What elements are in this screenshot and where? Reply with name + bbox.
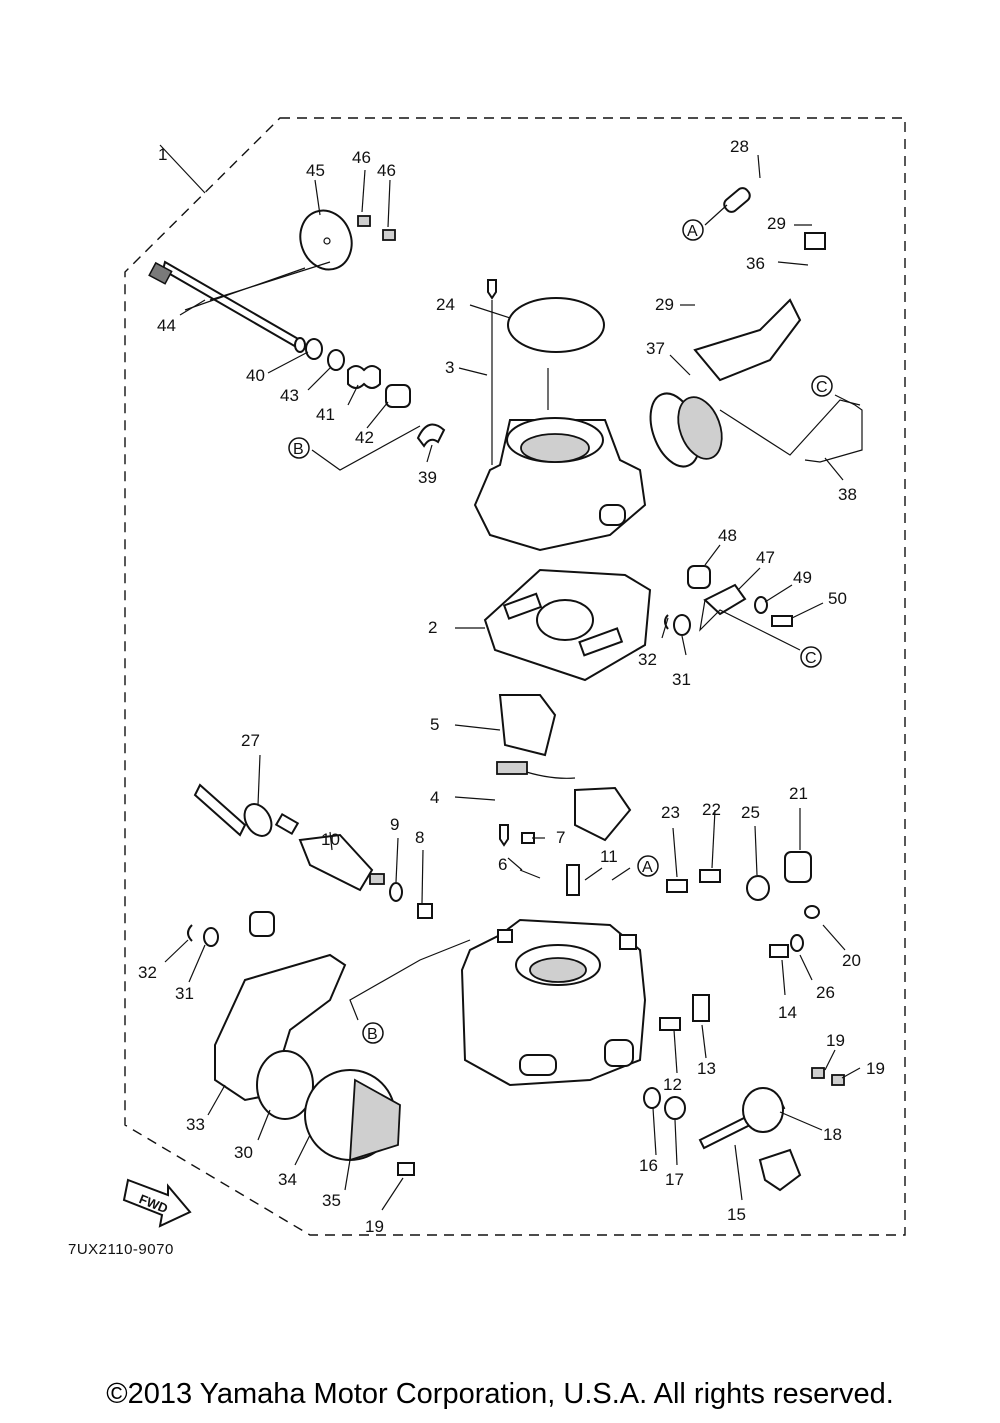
callout-30: 30 (234, 1143, 253, 1162)
svg-text:B: B (293, 441, 304, 458)
callout-45: 45 (306, 161, 325, 180)
o-ring-24 (507, 297, 605, 353)
svg-text:A: A (687, 223, 698, 240)
callout-12: 12 (663, 1075, 682, 1094)
callout-13: 13 (697, 1059, 716, 1078)
callout-40: 40 (246, 366, 265, 385)
callout-22: 22 (702, 800, 721, 819)
callout-35: 35 (322, 1191, 341, 1210)
callout-47: 47 (756, 548, 775, 567)
callout-32b: 32 (138, 963, 157, 982)
callout-41: 41 (316, 405, 335, 424)
callout-26: 26 (816, 983, 835, 1002)
callout-37: 37 (646, 339, 665, 358)
callout-14: 14 (778, 1003, 797, 1022)
callout-19a: 19 (826, 1031, 845, 1050)
callout-49: 49 (793, 568, 812, 587)
fwd-arrow-icon: FWD (122, 1178, 192, 1228)
callout-31b: 31 (175, 984, 194, 1003)
callout-46a: 46 (352, 148, 371, 167)
callout-24: 24 (436, 295, 455, 314)
callout-1: 1 (158, 145, 167, 164)
ref-circle-c-bottom: C (800, 646, 822, 668)
screw-parts-right (643, 851, 845, 1192)
callout-23: 23 (661, 803, 680, 822)
diagram-code: 7UX2110-9070 (68, 1241, 174, 1258)
callout-38: 38 (838, 485, 857, 504)
callout-17: 17 (665, 1170, 684, 1189)
callout-29a: 29 (767, 214, 786, 233)
carburetor-body (460, 832, 647, 1087)
callout-42: 42 (355, 428, 374, 447)
callout-9: 9 (390, 815, 399, 834)
callout-27: 27 (241, 731, 260, 750)
leader-lines (159, 144, 863, 1211)
callout-15: 15 (727, 1205, 746, 1224)
callout-32a: 32 (638, 650, 657, 669)
svg-text:A: A (642, 859, 653, 876)
callout-21: 21 (789, 784, 808, 803)
link-parts-right (664, 565, 793, 636)
svg-text:B: B (367, 1026, 378, 1043)
callout-43: 43 (280, 386, 299, 405)
callout-44: 44 (157, 316, 176, 335)
callout-4: 4 (430, 788, 439, 807)
callout-16: 16 (639, 1156, 658, 1175)
callout-2: 2 (428, 618, 437, 637)
callout-5: 5 (430, 715, 439, 734)
callout-25: 25 (741, 803, 760, 822)
diaphragm-assembly (649, 162, 864, 513)
assembly-boundary (124, 117, 906, 1236)
callout-31a: 31 (672, 670, 691, 689)
svg-text:C: C (816, 379, 828, 396)
ref-circle-b-bottom: B (362, 1022, 384, 1044)
callout-34: 34 (278, 1170, 297, 1189)
solenoid-assembly (193, 783, 433, 919)
callout-18: 18 (823, 1125, 842, 1144)
callout-36: 36 (746, 254, 765, 273)
ref-circle-b-top: B (288, 437, 310, 459)
callout-28: 28 (730, 137, 749, 156)
callout-labels: 1 2 3 4 5 6 7 8 9 10 11 12 13 14 15 16 1… (138, 137, 885, 1236)
callout-6: 6 (498, 855, 507, 874)
ref-circle-a-mid: A (637, 855, 659, 877)
callout-3: 3 (445, 358, 454, 377)
callout-19c: 19 (365, 1217, 384, 1236)
throttle-shaft-assembly (148, 209, 446, 448)
callout-29b: 29 (655, 295, 674, 314)
ref-circle-a-top: A (682, 219, 704, 241)
sensor-assembly (496, 694, 632, 847)
callout-46b: 46 (377, 161, 396, 180)
callout-10: 10 (321, 830, 340, 849)
carburetor-exploded-diagram: FWD (122, 117, 906, 1236)
callout-8: 8 (415, 828, 424, 847)
callout-50: 50 (828, 589, 847, 608)
callout-39: 39 (418, 468, 437, 487)
callout-33: 33 (186, 1115, 205, 1134)
throttle-body-upper (473, 279, 652, 682)
callout-7: 7 (556, 828, 565, 847)
svg-text:C: C (805, 650, 817, 667)
callout-48: 48 (718, 526, 737, 545)
callout-19b: 19 (866, 1059, 885, 1078)
lever-assembly-left (187, 911, 415, 1176)
callout-20: 20 (842, 951, 861, 970)
callout-11: 11 (600, 847, 618, 866)
copyright-notice: ©2013 Yamaha Motor Corporation, U.S.A. A… (106, 1378, 894, 1410)
ref-circle-c-top: C (811, 375, 833, 397)
